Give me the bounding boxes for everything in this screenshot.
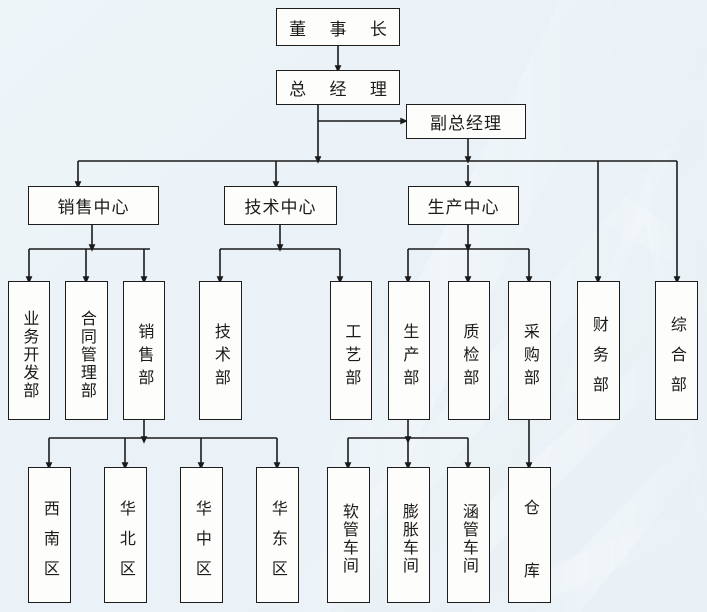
node-hose-workshop[interactable]: 软管车间 (327, 467, 370, 603)
node-contract-mgmt-dept[interactable]: 合同管理部 (65, 281, 108, 420)
node-purchasing-dept[interactable]: 采购部 (508, 281, 551, 420)
node-north-region[interactable]: 华北区 (104, 467, 147, 603)
node-finance-dept[interactable]: 财务部 (577, 281, 620, 420)
node-chairman[interactable]: 董 事 长 (276, 8, 400, 46)
node-expansion-workshop[interactable]: 膨胀车间 (387, 467, 430, 603)
node-production-center[interactable]: 生产中心 (408, 186, 519, 225)
node-warehouse[interactable]: 仓 库 (508, 467, 551, 603)
node-culvert-workshop[interactable]: 涵管车间 (447, 467, 490, 603)
node-process-dept[interactable]: 工艺部 (330, 281, 372, 420)
node-general-manager[interactable]: 总 经 理 (276, 70, 400, 105)
node-general-affairs-dept[interactable]: 综合部 (655, 281, 698, 420)
node-central-region[interactable]: 华中区 (180, 467, 223, 603)
node-sales-dept[interactable]: 销售部 (123, 281, 165, 420)
node-east-region[interactable]: 华东区 (256, 467, 299, 603)
node-tech-center[interactable]: 技术中心 (224, 186, 337, 225)
node-deputy-general-manager[interactable]: 副总经理 (406, 104, 526, 139)
node-southwest-region[interactable]: 西南区 (28, 467, 71, 603)
node-sales-center[interactable]: 销售中心 (28, 186, 159, 225)
node-business-dev-dept[interactable]: 业务开发部 (8, 281, 50, 420)
node-quality-dept[interactable]: 质检部 (448, 281, 490, 420)
node-tech-dept[interactable]: 技术部 (199, 281, 242, 420)
node-production-dept[interactable]: 生产部 (388, 281, 430, 420)
